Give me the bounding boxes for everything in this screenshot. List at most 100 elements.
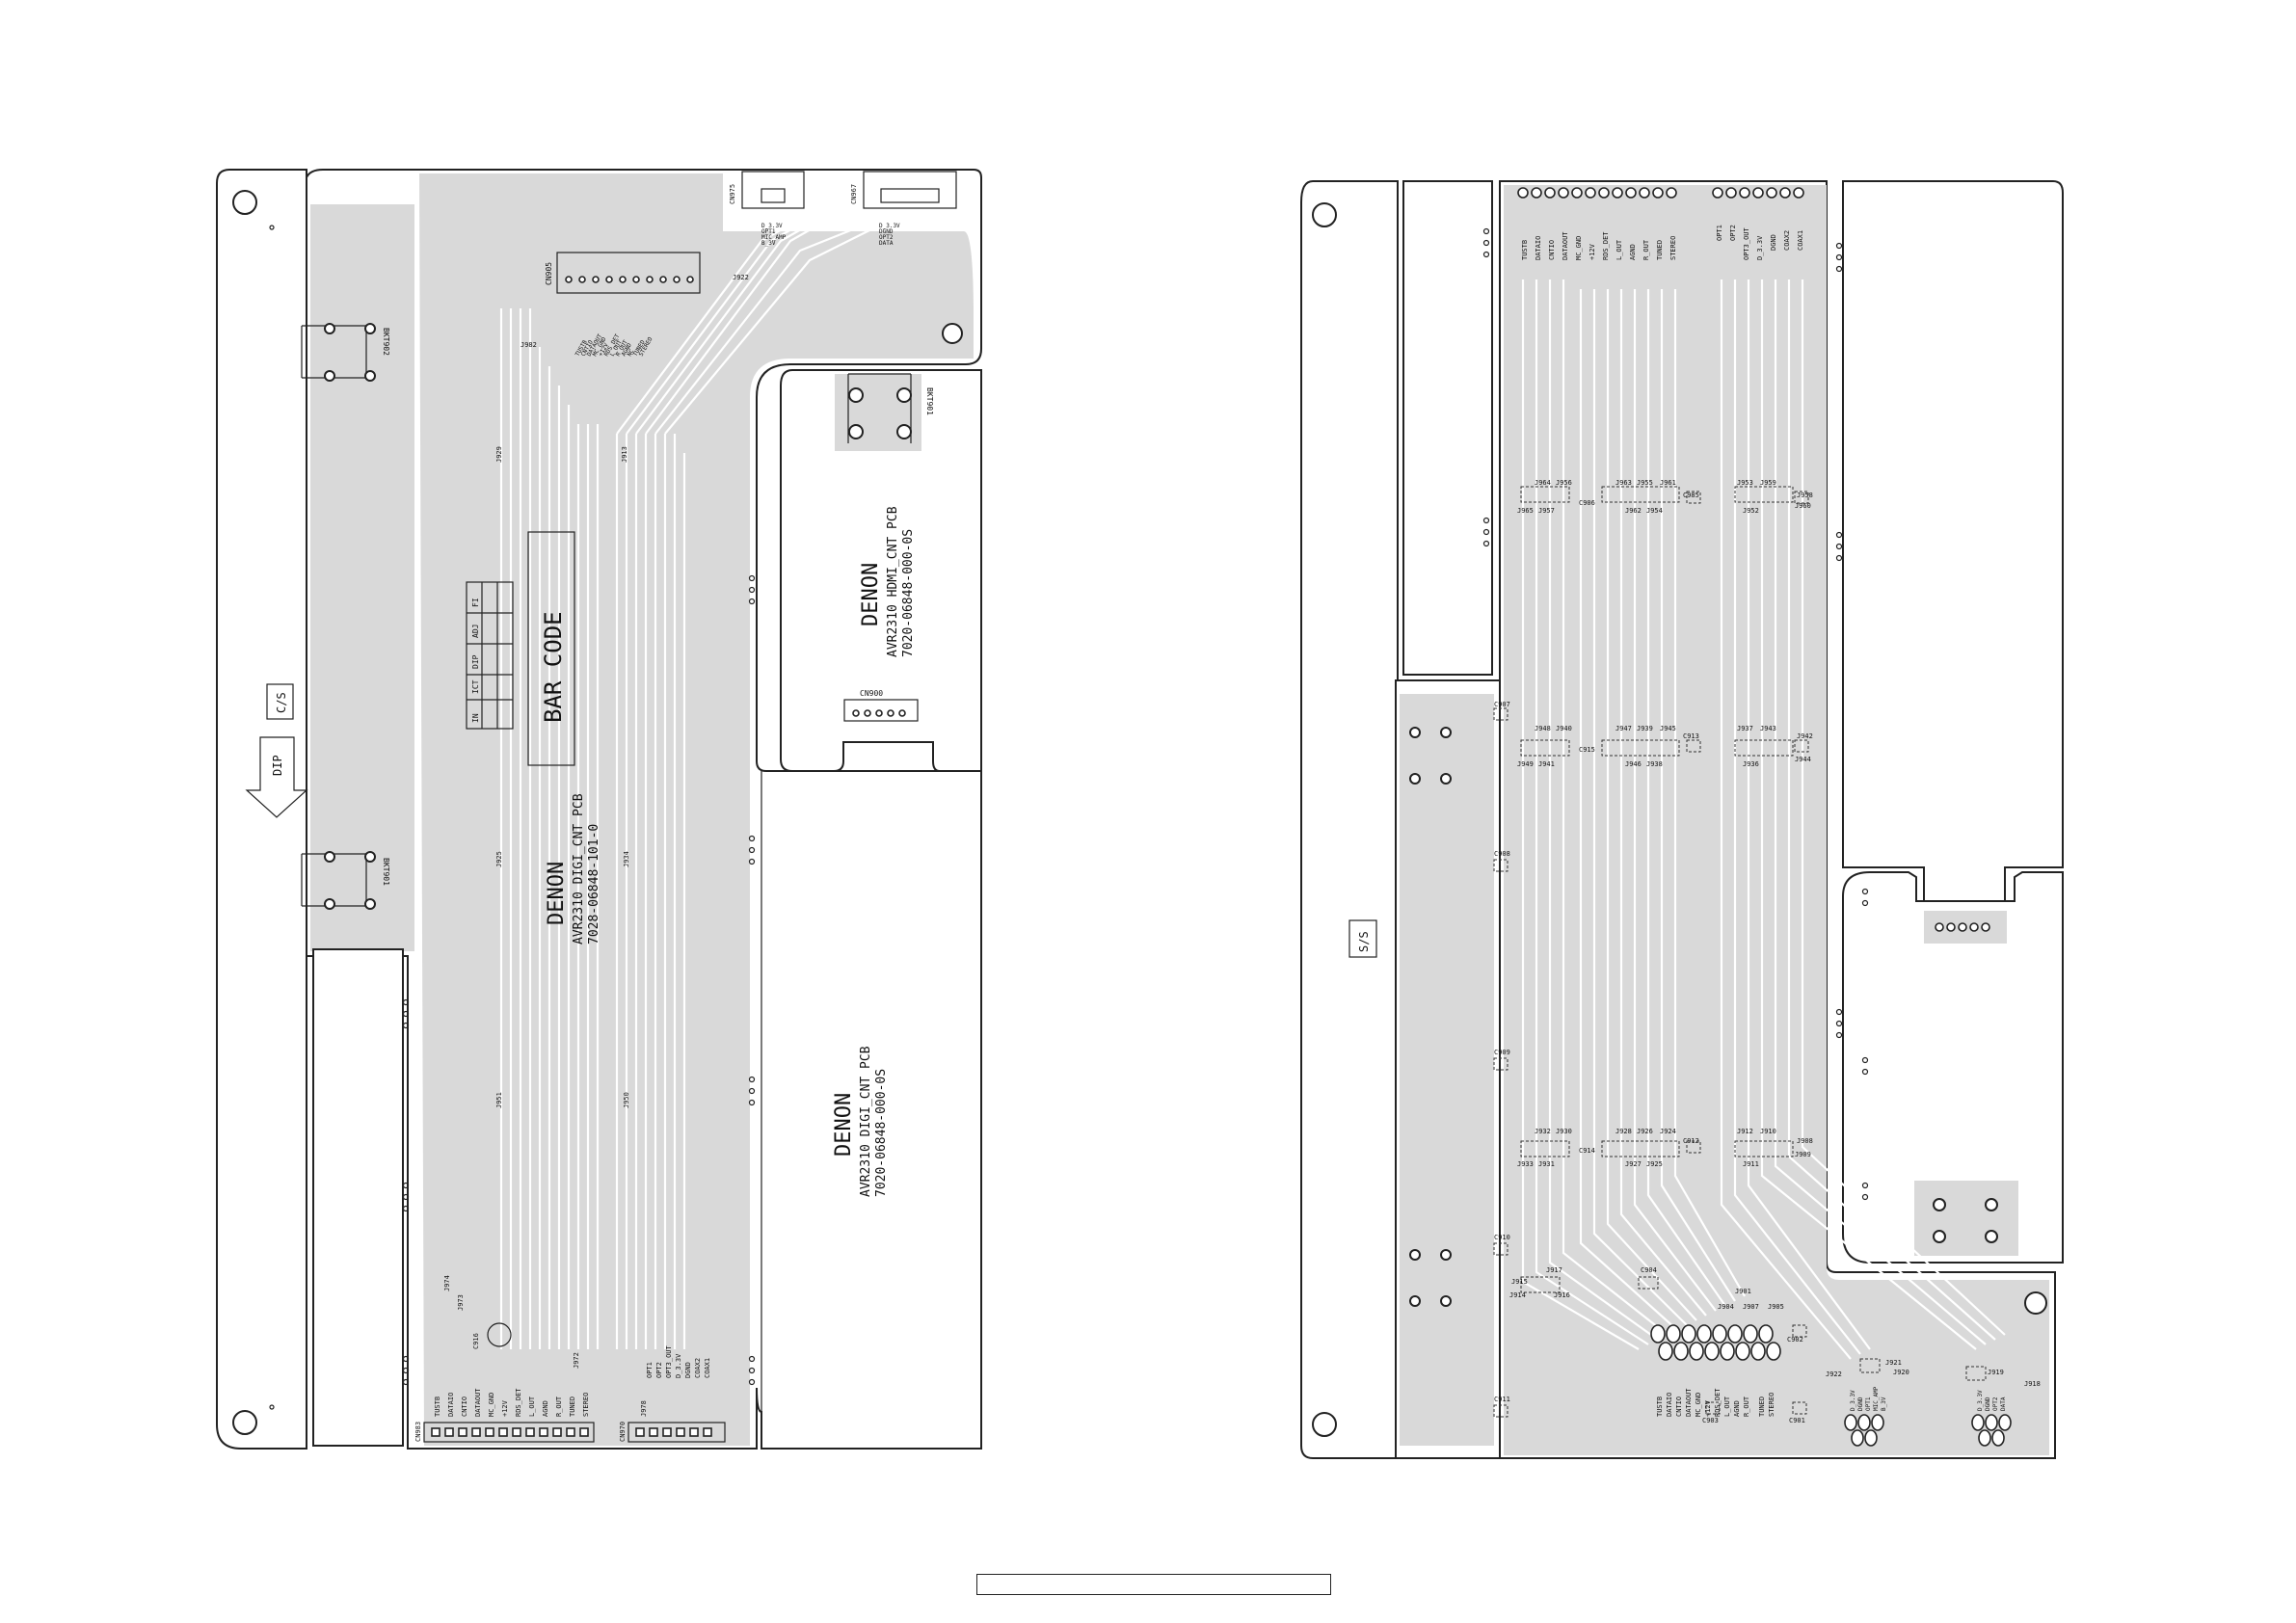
- header-pin: L_OUT: [1615, 239, 1623, 260]
- capacitor-c916: [487, 1322, 512, 1347]
- jumper-label: J917: [1546, 1266, 1562, 1274]
- cn970-pin: OPT2: [655, 1362, 663, 1378]
- bottom-pin: CNTIO: [1675, 1397, 1683, 1417]
- bottom-pin: MC_GND: [1695, 1393, 1702, 1417]
- jumper-label: J950: [623, 1092, 630, 1108]
- jumper-row-3: [1493, 859, 1508, 1071]
- jumper-label: J922: [733, 274, 749, 281]
- jumper-label: J954: [1646, 507, 1663, 515]
- header-pin: RDS_DET: [1602, 231, 1610, 260]
- right-trace-bundle-a: [1521, 279, 1746, 1350]
- bottom-pad-cluster-c: [1971, 1414, 2012, 1447]
- cn970-pin: D_3.3V: [675, 1353, 682, 1378]
- jumper-label: J938: [1646, 760, 1663, 768]
- bottom-pins-b-labels: D_3.3V DGND OPT1 MIC_AMP B_3V: [1850, 1386, 1887, 1411]
- jumper-label: C913: [1683, 732, 1699, 740]
- connector-cn900: CN900: [843, 689, 919, 722]
- jumper-label: J907: [1743, 1303, 1759, 1311]
- holes-fill: [1914, 1181, 2018, 1256]
- right-lower-right: [1842, 871, 2064, 1264]
- bottom-pin: OPT2: [1992, 1397, 1999, 1411]
- jumper-label: J960: [1795, 502, 1811, 510]
- left-jumpers: J982 J922 J929 J913 J925 J934 J951 J950 …: [443, 274, 749, 1417]
- jumper-label: J934: [623, 851, 630, 867]
- jumper-label: J949: [1517, 760, 1534, 768]
- cn975-label: CN975: [729, 184, 736, 204]
- header-pin: STEREO: [1669, 236, 1677, 260]
- jumper-row-2-labels: C907 J948 J940 J947 J939 J945 C913 J937 …: [1494, 701, 1813, 768]
- pcb-mid-code: 7028-06848-101-0: [587, 824, 601, 945]
- jumper-label: J918: [2024, 1380, 2041, 1388]
- bottom-pin: +12V: [1704, 1399, 1712, 1417]
- mount-hole: [232, 190, 257, 215]
- cn983-pins: [431, 1427, 589, 1437]
- brand-bot: DENON: [832, 1093, 856, 1157]
- cn970-pin: OPT1: [646, 1362, 654, 1378]
- jumper-label: J926: [1637, 1128, 1653, 1135]
- lower-left-holes: [1409, 727, 1452, 1307]
- bottom-pin: DATAIO: [1666, 1393, 1673, 1417]
- connector-cn970: CN970: [619, 1422, 726, 1443]
- cn967-pin: D_3.3V: [879, 223, 900, 229]
- jumper-label: C914: [1579, 1147, 1595, 1155]
- bottom-pad-cluster-a: [1650, 1324, 1781, 1361]
- cs-label: C/S: [275, 692, 288, 713]
- bottom-pin: L_OUT: [1723, 1396, 1731, 1417]
- brand-top: DENON: [859, 563, 883, 626]
- header-pin: R_OUT: [1642, 239, 1650, 260]
- jumper-label: J904: [1718, 1303, 1734, 1311]
- cn967-pin: DATA: [879, 240, 894, 247]
- inspection-table: IN ICT DIP ADJ FI: [466, 581, 514, 730]
- header-pin: TUSTB: [1521, 240, 1529, 260]
- jumper-label: J959: [1760, 479, 1776, 487]
- jumper-label: J952: [1743, 507, 1759, 515]
- jumper-label: J905: [1768, 1303, 1784, 1311]
- cn970-pin: OPT3_OUT: [665, 1344, 673, 1378]
- header-pin: OPT2: [1729, 225, 1737, 241]
- top-header-b: [1712, 187, 1804, 199]
- cn967-pin: OPT2: [879, 234, 894, 241]
- cn983-pin: TUNED: [569, 1397, 576, 1417]
- dip-arrow: [245, 736, 308, 818]
- header-pin: TUNED: [1656, 240, 1664, 260]
- insp-col-adj: ADJ: [471, 625, 480, 638]
- cn983-pin: MC_GND: [488, 1393, 495, 1417]
- jumper-label: J973: [457, 1294, 465, 1311]
- jumper-label: J946: [1625, 760, 1642, 768]
- cn983-pin: AGND: [542, 1400, 549, 1417]
- cn905-pin: NC: [627, 348, 636, 358]
- four-pin-connector: [1935, 922, 1990, 932]
- jumper-row-5-labels: C910 J915 J917 C904 J914 J916 J904 J907 …: [1494, 1234, 2041, 1424]
- cs-label-box: [266, 683, 294, 720]
- cn975-pin: D_3.3V: [761, 223, 783, 229]
- bottom-pin: DATAOUT: [1685, 1388, 1693, 1417]
- jumper-label: J929: [495, 446, 503, 463]
- right-upper-inner: [1402, 180, 1493, 676]
- pcb-bot-name: AVR2310 DIGI_CNT PCB: [859, 1046, 873, 1197]
- lower-left-board: [312, 948, 404, 1447]
- four-hole-group: [1933, 1198, 1998, 1243]
- cn983-pin: L_OUT: [528, 1396, 536, 1417]
- jumper-label: C985: [1683, 492, 1699, 499]
- cn983-pin: +12V: [501, 1399, 509, 1417]
- trace-bundle-left: [499, 308, 600, 1349]
- cn967-label: CN967: [850, 184, 858, 204]
- jumper-label: J941: [1538, 760, 1555, 768]
- jumper-label: J945: [1660, 725, 1676, 732]
- cn983-pin: STEREO: [582, 1393, 590, 1417]
- jumper-label: J956: [1556, 479, 1572, 487]
- jumper-label: J963: [1615, 479, 1632, 487]
- jumper-label: J915: [1511, 1278, 1528, 1286]
- cn983-pin: DATAIO: [447, 1393, 455, 1417]
- bottom-pin: MIC_AMP: [1873, 1386, 1880, 1411]
- jumper-label: J947: [1615, 725, 1632, 732]
- connector-cn967: CN967: [850, 171, 957, 209]
- header-pin: CNTIO: [1548, 240, 1556, 260]
- header-pin: DATAOUT: [1562, 231, 1569, 260]
- bkt901-label: BKT901: [382, 858, 390, 886]
- trace-bundle-right: [615, 201, 907, 1349]
- cn983-pin: CNTIO: [461, 1397, 468, 1417]
- header-pin: AGND: [1629, 244, 1637, 260]
- bottom-pin: RDS_DET: [1714, 1388, 1722, 1417]
